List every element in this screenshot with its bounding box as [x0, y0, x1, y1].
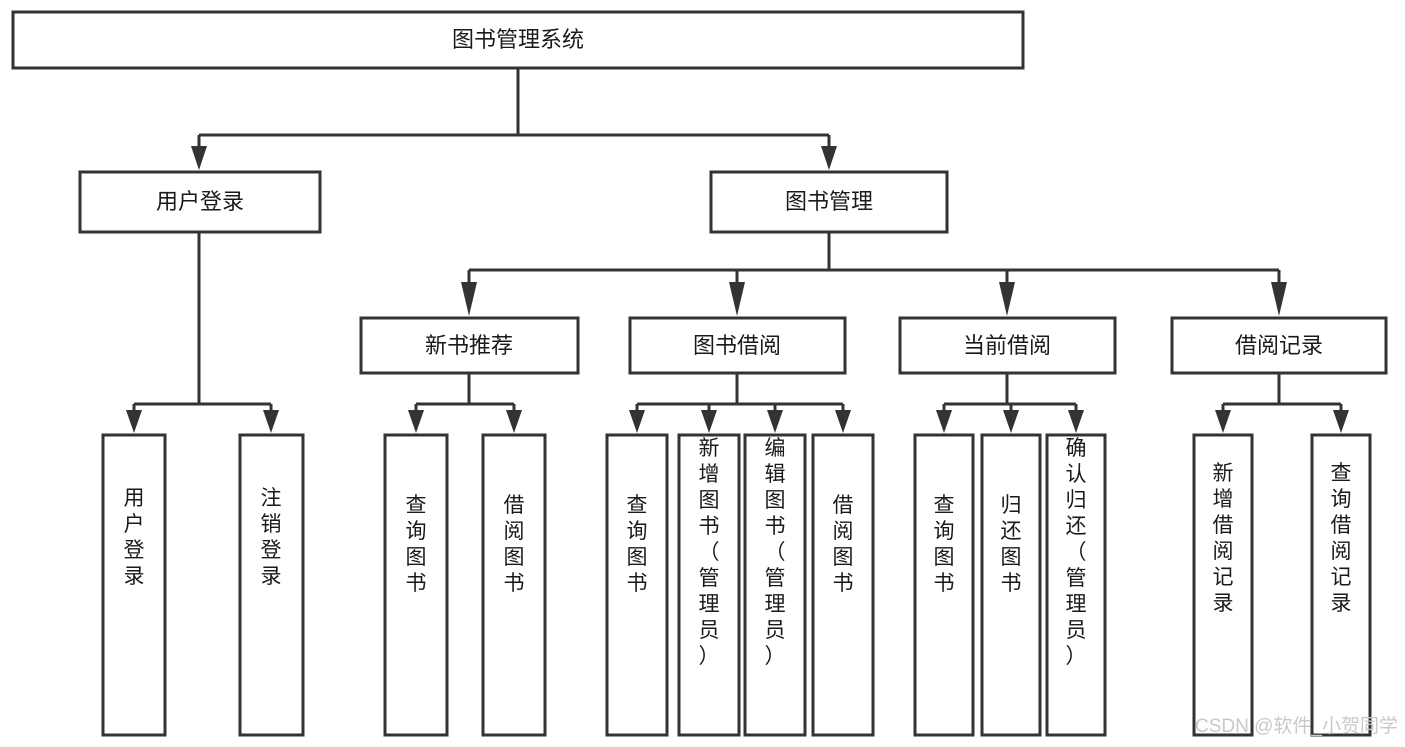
- node-leaf-return-book-box[interactable]: [980, 433, 1042, 737]
- node-leaf-confirm-return-admin-label: 确认归还（管理员）: [1066, 437, 1087, 668]
- arrow-head-current-borrow: [999, 282, 1015, 316]
- node-leaf-add-book-admin-label: 新增图书（管理员）: [699, 437, 720, 668]
- node-leaf-edit-book-admin-box[interactable]: [743, 433, 807, 737]
- arrow-head-leaf-query-book-current: [936, 410, 952, 433]
- arrow-head-borrow-record: [1271, 282, 1287, 316]
- node-leaf-add-borrow-record-box[interactable]: [1192, 433, 1254, 737]
- arrow-head-leaf-add-borrow-record: [1215, 410, 1231, 433]
- node-book-borrow-box[interactable]: [628, 316, 847, 375]
- node-leaf-borrow-book-label: 借阅图书: [833, 494, 854, 595]
- node-current-borrow-box[interactable]: [898, 316, 1117, 375]
- node-leaf-confirm-return-admin[interactable]: 确认归还（管理员）: [1045, 433, 1107, 737]
- node-leaf-user-login-label: 用户登录: [124, 487, 145, 588]
- node-leaf-query-book-recommend[interactable]: 查询图书: [383, 433, 449, 737]
- node-leaf-user-login[interactable]: 用户登录: [101, 433, 167, 737]
- node-root-label: 图书管理系统: [452, 27, 584, 52]
- node-leaf-query-borrow-record-box[interactable]: [1310, 433, 1372, 737]
- csdn-watermark: CSDN @软件_小贺同学: [1195, 715, 1398, 737]
- arrow-head-book-borrow: [729, 282, 745, 316]
- node-leaf-logout-login[interactable]: 注销登录: [238, 433, 305, 737]
- node-user-login-label: 用户登录: [156, 189, 244, 214]
- node-leaf-query-book-current-label: 查询图书: [934, 494, 955, 595]
- arrow-head-new-book-recommend: [461, 282, 477, 316]
- node-book-manage-label: 图书管理: [785, 189, 873, 214]
- node-leaf-query-book-recommend-box[interactable]: [383, 433, 449, 737]
- node-book-manage-box[interactable]: [709, 170, 949, 234]
- arrow-head-leaf-borrow-book-recommend: [506, 410, 522, 433]
- node-leaf-edit-book-admin[interactable]: 编辑图书（管理员）: [743, 433, 807, 737]
- node-leaf-add-book-admin-box[interactable]: [677, 433, 741, 737]
- node-leaf-query-book-borrow-box[interactable]: [605, 433, 669, 737]
- node-leaf-add-borrow-record[interactable]: 新增借阅记录: [1192, 433, 1254, 737]
- node-leaf-logout-login-label: 注销登录: [261, 487, 282, 588]
- arrow-head-leaf-return-book: [1003, 410, 1019, 433]
- node-book-borrow-label: 图书借阅: [693, 333, 781, 358]
- arrow-head-book-manage: [821, 146, 837, 170]
- node-root[interactable]: 图书管理系统: [11, 10, 1025, 70]
- node-leaf-borrow-book-recommend[interactable]: 借阅图书: [481, 433, 547, 737]
- node-leaf-user-login-box[interactable]: [101, 433, 167, 737]
- node-borrow-record-label: 借阅记录: [1235, 333, 1323, 358]
- node-leaf-query-book-current-box[interactable]: [913, 433, 975, 737]
- node-leaf-query-book-current[interactable]: 查询图书: [913, 433, 975, 737]
- node-borrow-record[interactable]: 借阅记录: [1170, 316, 1388, 375]
- connector-group: [126, 68, 1349, 433]
- node-leaf-add-borrow-record-label: 新增借阅记录: [1213, 462, 1234, 615]
- arrow-head-leaf-logout-login: [263, 410, 279, 433]
- node-leaf-borrow-book-box[interactable]: [811, 433, 875, 737]
- arrow-head-leaf-confirm-return-admin: [1068, 410, 1084, 433]
- node-leaf-confirm-return-admin-box[interactable]: [1045, 433, 1107, 737]
- node-leaf-return-book[interactable]: 归还图书: [980, 433, 1042, 737]
- node-book-borrow[interactable]: 图书借阅: [628, 316, 847, 375]
- arrow-head-leaf-add-book-admin: [701, 410, 717, 433]
- arrow-head-leaf-query-book-borrow: [629, 410, 645, 433]
- node-leaf-logout-login-box[interactable]: [238, 433, 305, 737]
- arrow-head-leaf-query-borrow-record: [1333, 410, 1349, 433]
- node-leaf-query-book-borrow-label: 查询图书: [627, 494, 648, 595]
- node-root-box[interactable]: [11, 10, 1025, 70]
- arrow-head-leaf-query-book-recommend: [408, 410, 424, 433]
- node-current-borrow-label: 当前借阅: [963, 333, 1051, 358]
- node-book-manage[interactable]: 图书管理: [709, 170, 949, 234]
- node-new-book-recommend-box[interactable]: [359, 316, 580, 375]
- node-leaf-query-book-borrow[interactable]: 查询图书: [605, 433, 669, 737]
- node-current-borrow[interactable]: 当前借阅: [898, 316, 1117, 375]
- node-leaf-query-book-recommend-label: 查询图书: [406, 494, 427, 595]
- node-user-login-box[interactable]: [78, 170, 322, 234]
- node-user-login[interactable]: 用户登录: [78, 170, 322, 234]
- node-leaf-borrow-book[interactable]: 借阅图书: [811, 433, 875, 737]
- arrow-head-leaf-edit-book-admin: [767, 410, 783, 433]
- node-leaf-borrow-book-recommend-box[interactable]: [481, 433, 547, 737]
- node-borrow-record-box[interactable]: [1170, 316, 1388, 375]
- node-leaf-borrow-book-recommend-label: 借阅图书: [504, 494, 525, 595]
- node-new-book-recommend[interactable]: 新书推荐: [359, 316, 580, 375]
- node-leaf-query-borrow-record[interactable]: 查询借阅记录: [1310, 433, 1372, 737]
- node-leaf-add-book-admin[interactable]: 新增图书（管理员）: [677, 433, 741, 737]
- node-leaf-query-borrow-record-label: 查询借阅记录: [1331, 462, 1352, 615]
- node-new-book-recommend-label: 新书推荐: [425, 333, 513, 358]
- node-leaf-edit-book-admin-label: 编辑图书（管理员）: [765, 437, 786, 668]
- arrow-head-leaf-borrow-book: [835, 410, 851, 433]
- arrow-head-user-login: [191, 146, 207, 170]
- arrow-head-leaf-user-login: [126, 410, 142, 433]
- node-leaf-return-book-label: 归还图书: [1001, 494, 1022, 595]
